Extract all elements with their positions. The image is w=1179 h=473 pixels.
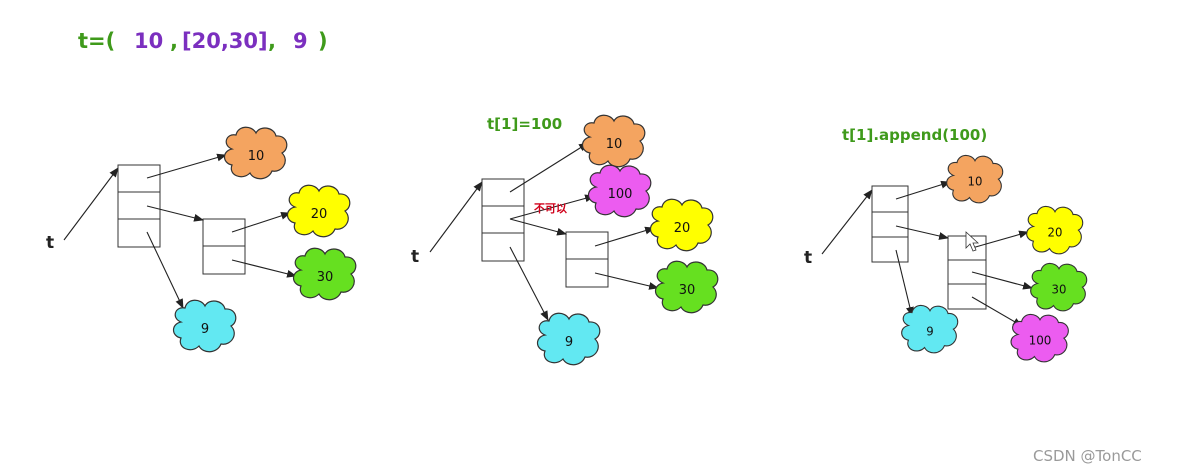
tuple-cell-0 — [117, 164, 161, 193]
t-reference-arrow — [429, 181, 483, 253]
cloud-100: 100 — [587, 164, 652, 218]
arrow-to-20 — [594, 226, 655, 247]
arrow-to-9 — [509, 246, 549, 321]
cloud-20: 20 — [1026, 205, 1084, 255]
cloud-30-label: 30 — [1052, 282, 1067, 296]
tuple-object — [481, 178, 525, 262]
variable-t-label: t — [46, 233, 54, 253]
list-cell-0 — [202, 218, 246, 247]
cloud-30: 30 — [292, 247, 357, 301]
arrow-to-100 — [971, 296, 1023, 327]
arrow-to-list — [895, 225, 949, 240]
t-reference-arrow — [821, 189, 873, 255]
tuple-cell-1 — [871, 211, 909, 238]
diagram-original: t 10 20 30 9 — [46, 126, 357, 353]
tuple-cell-0 — [871, 185, 909, 213]
watermark: CSDN @TonCC — [1033, 447, 1142, 465]
mouse-cursor-icon — [965, 231, 980, 252]
header-val-list: [20,30] — [182, 29, 268, 53]
arrow-to-30 — [971, 271, 1033, 290]
arrow-to-30 — [231, 259, 297, 278]
list-object — [947, 235, 987, 310]
cloud-9: 9 — [901, 304, 959, 354]
assign-label: t[1]=100 — [487, 115, 562, 133]
cloud-9-label: 9 — [926, 324, 933, 338]
tuple-cell-2 — [117, 218, 161, 248]
arrow-to-100-invalid — [509, 194, 595, 220]
cloud-10: 10 — [946, 154, 1004, 204]
append-label: t[1].append(100) — [842, 126, 987, 144]
warning-not-allowed: 不可以 — [534, 202, 567, 215]
header-val-10: 10 — [134, 29, 163, 53]
list-cell-1 — [565, 258, 609, 288]
cloud-9: 9 — [536, 312, 601, 366]
tuple-cell-2 — [481, 232, 525, 262]
header-close: ) — [318, 29, 328, 53]
diagram-assign: t[1]=100 t 不可以 10 100 20 — [411, 114, 719, 366]
cloud-30-label: 30 — [679, 283, 696, 298]
arrow-to-30 — [594, 272, 659, 290]
tuple-cell-0 — [481, 178, 525, 207]
tuple-cell-1 — [117, 191, 161, 220]
cloud-9-label: 9 — [565, 335, 573, 350]
cloud-30: 30 — [1030, 262, 1088, 312]
cloud-30-label: 30 — [317, 270, 334, 285]
arrow-to-9 — [146, 231, 184, 309]
header-open: t=( — [78, 29, 115, 53]
cloud-20-label: 20 — [311, 207, 328, 222]
list-cell-2 — [947, 283, 987, 310]
cloud-20: 20 — [649, 198, 714, 252]
list-object — [202, 218, 246, 275]
cloud-20-label: 20 — [674, 221, 691, 236]
cloud-10-label: 10 — [968, 174, 983, 188]
cloud-100-label: 100 — [608, 187, 633, 202]
tuple-object — [871, 185, 909, 263]
tuple-object — [117, 164, 161, 248]
cloud-20: 20 — [286, 184, 351, 238]
arrow-to-20 — [971, 230, 1029, 249]
arrow-to-10 — [509, 142, 589, 193]
arrow-to-list — [146, 205, 204, 222]
diagram-append: t[1].append(100) t 10 20 — [804, 126, 1088, 363]
arrow-to-10 — [146, 153, 227, 179]
cloud-20-label: 20 — [1048, 225, 1063, 239]
cloud-9-label: 9 — [201, 322, 209, 337]
svg-text:t=( 10 , [20: t=( 10 , [20,30] , 9 ) — [78, 29, 328, 53]
list-cell-0 — [565, 231, 609, 260]
header-comma-2: , — [268, 29, 276, 53]
arrow-to-list — [509, 218, 567, 236]
cloud-10: 10 — [223, 126, 288, 180]
list-object — [565, 231, 609, 288]
arrow-to-20 — [231, 212, 291, 233]
variable-t-label: t — [411, 247, 419, 267]
cloud-100: 100 — [1010, 313, 1069, 363]
cloud-10-label: 10 — [606, 137, 623, 152]
cloud-9: 9 — [172, 299, 237, 353]
cloud-10-label: 10 — [248, 149, 265, 164]
variable-t-label: t — [804, 248, 812, 268]
tuple-cell-2 — [871, 236, 909, 263]
t-reference-arrow — [63, 167, 119, 241]
arrow-to-9 — [895, 249, 914, 317]
cloud-30: 30 — [654, 260, 719, 314]
arrow-to-10 — [895, 180, 951, 200]
tuple-definition: t=( 10 , [20,30] , 9 ) — [78, 29, 328, 53]
tuple-cell-1 — [481, 205, 525, 234]
header-val-9: 9 — [293, 29, 308, 53]
cloud-10: 10 — [581, 114, 646, 168]
list-cell-1 — [947, 259, 987, 285]
header-comma-1: , — [170, 29, 178, 53]
list-cell-1 — [202, 245, 246, 275]
cloud-100-label: 100 — [1029, 334, 1052, 348]
